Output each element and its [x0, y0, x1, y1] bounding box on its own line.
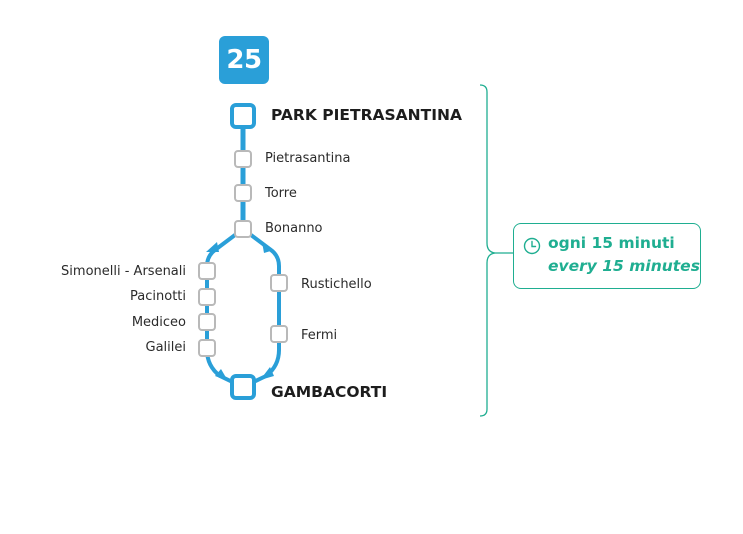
direction-arrow-lower-right [260, 367, 274, 380]
route-line-left-branch [205, 227, 245, 389]
stop-marker-pacinotti [198, 288, 216, 306]
stop-marker-torre [234, 184, 252, 202]
stop-label-park-pietrasantina: PARK PIETRASANTINA [271, 106, 462, 124]
direction-arrow-upper-right [262, 242, 274, 253]
route-line-right-branch [241, 227, 281, 389]
stop-label-fermi: Fermi [301, 328, 338, 343]
stop-label-pietrasantina: Pietrasantina [265, 151, 351, 166]
stop-marker-gambacorti [230, 374, 256, 400]
stop-label-torre: Torre [265, 186, 297, 201]
frequency-italian: ogni 15 minuti [548, 234, 675, 252]
frequency-bracket [479, 84, 496, 417]
stop-label-galilei: Galilei [145, 340, 187, 355]
stop-label-gambacorti: GAMBACORTI [271, 383, 388, 401]
stop-label-rustichello: Rustichello [301, 277, 372, 292]
stop-marker-mediceo [198, 313, 216, 331]
stop-marker-galilei [198, 339, 216, 357]
stop-label-bonanno: Bonanno [265, 221, 323, 236]
direction-arrow-upper-left [206, 242, 219, 252]
stop-label-simonelli-arsenali: Simonelli - Arsenali [61, 264, 186, 279]
frequency-english: every 15 minutes [548, 257, 700, 275]
stop-marker-park-pietrasantina [230, 103, 256, 129]
stop-label-mediceo: Mediceo [131, 315, 186, 330]
direction-arrow-lower-left [215, 369, 228, 381]
stop-marker-bonanno [234, 220, 252, 238]
stop-marker-pietrasantina [234, 150, 252, 168]
frequency-box: ogni 15 minuti every 15 minutes [513, 223, 701, 289]
clock-icon [523, 237, 541, 255]
stop-marker-fermi [270, 325, 288, 343]
stop-marker-rustichello [270, 274, 288, 292]
stop-marker-simonelli-arsenali [198, 262, 216, 280]
route-number-badge: 25 [219, 36, 269, 84]
stop-label-pacinotti: Pacinotti [130, 289, 186, 304]
